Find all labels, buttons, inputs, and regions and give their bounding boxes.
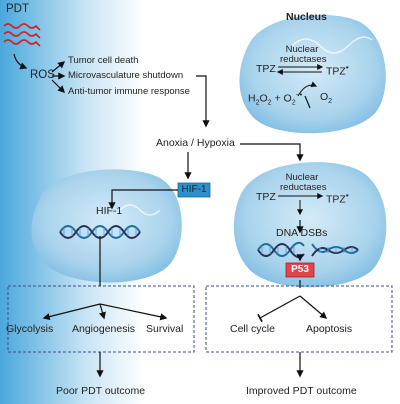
hif-1-tag: HIF-1 bbox=[181, 184, 207, 195]
top-tpz: TPZ bbox=[256, 63, 276, 75]
outcome-angiogenesis: Angiogenesis bbox=[72, 323, 136, 335]
bottom-tpz: TPZ bbox=[256, 191, 276, 203]
top-reductases-line2: reductases bbox=[280, 54, 327, 65]
pdt-label: PDT bbox=[6, 3, 29, 15]
ros-effect-microvasculature: Microvasculature shutdown bbox=[68, 70, 184, 81]
left-outcome-box bbox=[7, 285, 195, 353]
top-reductases-line1: Nuclear bbox=[285, 44, 319, 55]
top-h2o2-o2minus: H2O2 + O2−• bbox=[248, 92, 303, 107]
nucleus-cell-bottom bbox=[233, 162, 387, 288]
bottom-tpz-radical: TPZ• bbox=[326, 191, 349, 206]
poor-outcome-label: Poor PDT outcome bbox=[56, 385, 146, 397]
improved-outcome-label: Improved PDT outcome bbox=[246, 385, 357, 397]
ros-label: ROS bbox=[30, 69, 55, 81]
ros-effect-immune: Anti-tumor immune response bbox=[68, 86, 190, 97]
anoxia-hypoxia-label: Anoxia / Hypoxia bbox=[156, 137, 235, 149]
top-o2: O2 bbox=[320, 91, 333, 106]
hif-1-inner-label: HIF-1 bbox=[96, 205, 123, 217]
bottom-reductases-line1: Nuclear bbox=[285, 172, 319, 183]
cell-left bbox=[31, 169, 182, 283]
pathway-arrows bbox=[13, 53, 328, 378]
outcome-glycolysis: Glycolysis bbox=[6, 323, 54, 335]
p53-tag-bg bbox=[285, 262, 315, 278]
outcome-survival: Survival bbox=[146, 323, 184, 335]
outcome-apoptosis: Apoptosis bbox=[306, 323, 353, 335]
outcome-cell-cycle: Cell cycle bbox=[230, 323, 275, 335]
laser-beam-icon bbox=[3, 23, 41, 47]
bottom-reductases-line2: reductases bbox=[280, 182, 327, 193]
nucleus-title: Nucleus bbox=[286, 11, 327, 23]
top-tpz-radical: TPZ• bbox=[326, 63, 349, 78]
dna-dsbs-label: DNA DSBs bbox=[276, 227, 328, 239]
p53-tag: P53 bbox=[291, 264, 309, 275]
reaction-arrows bbox=[276, 64, 324, 216]
right-outcome-box bbox=[205, 285, 393, 353]
ros-effect-tumor-cell-death: Tumor cell death bbox=[68, 55, 139, 66]
